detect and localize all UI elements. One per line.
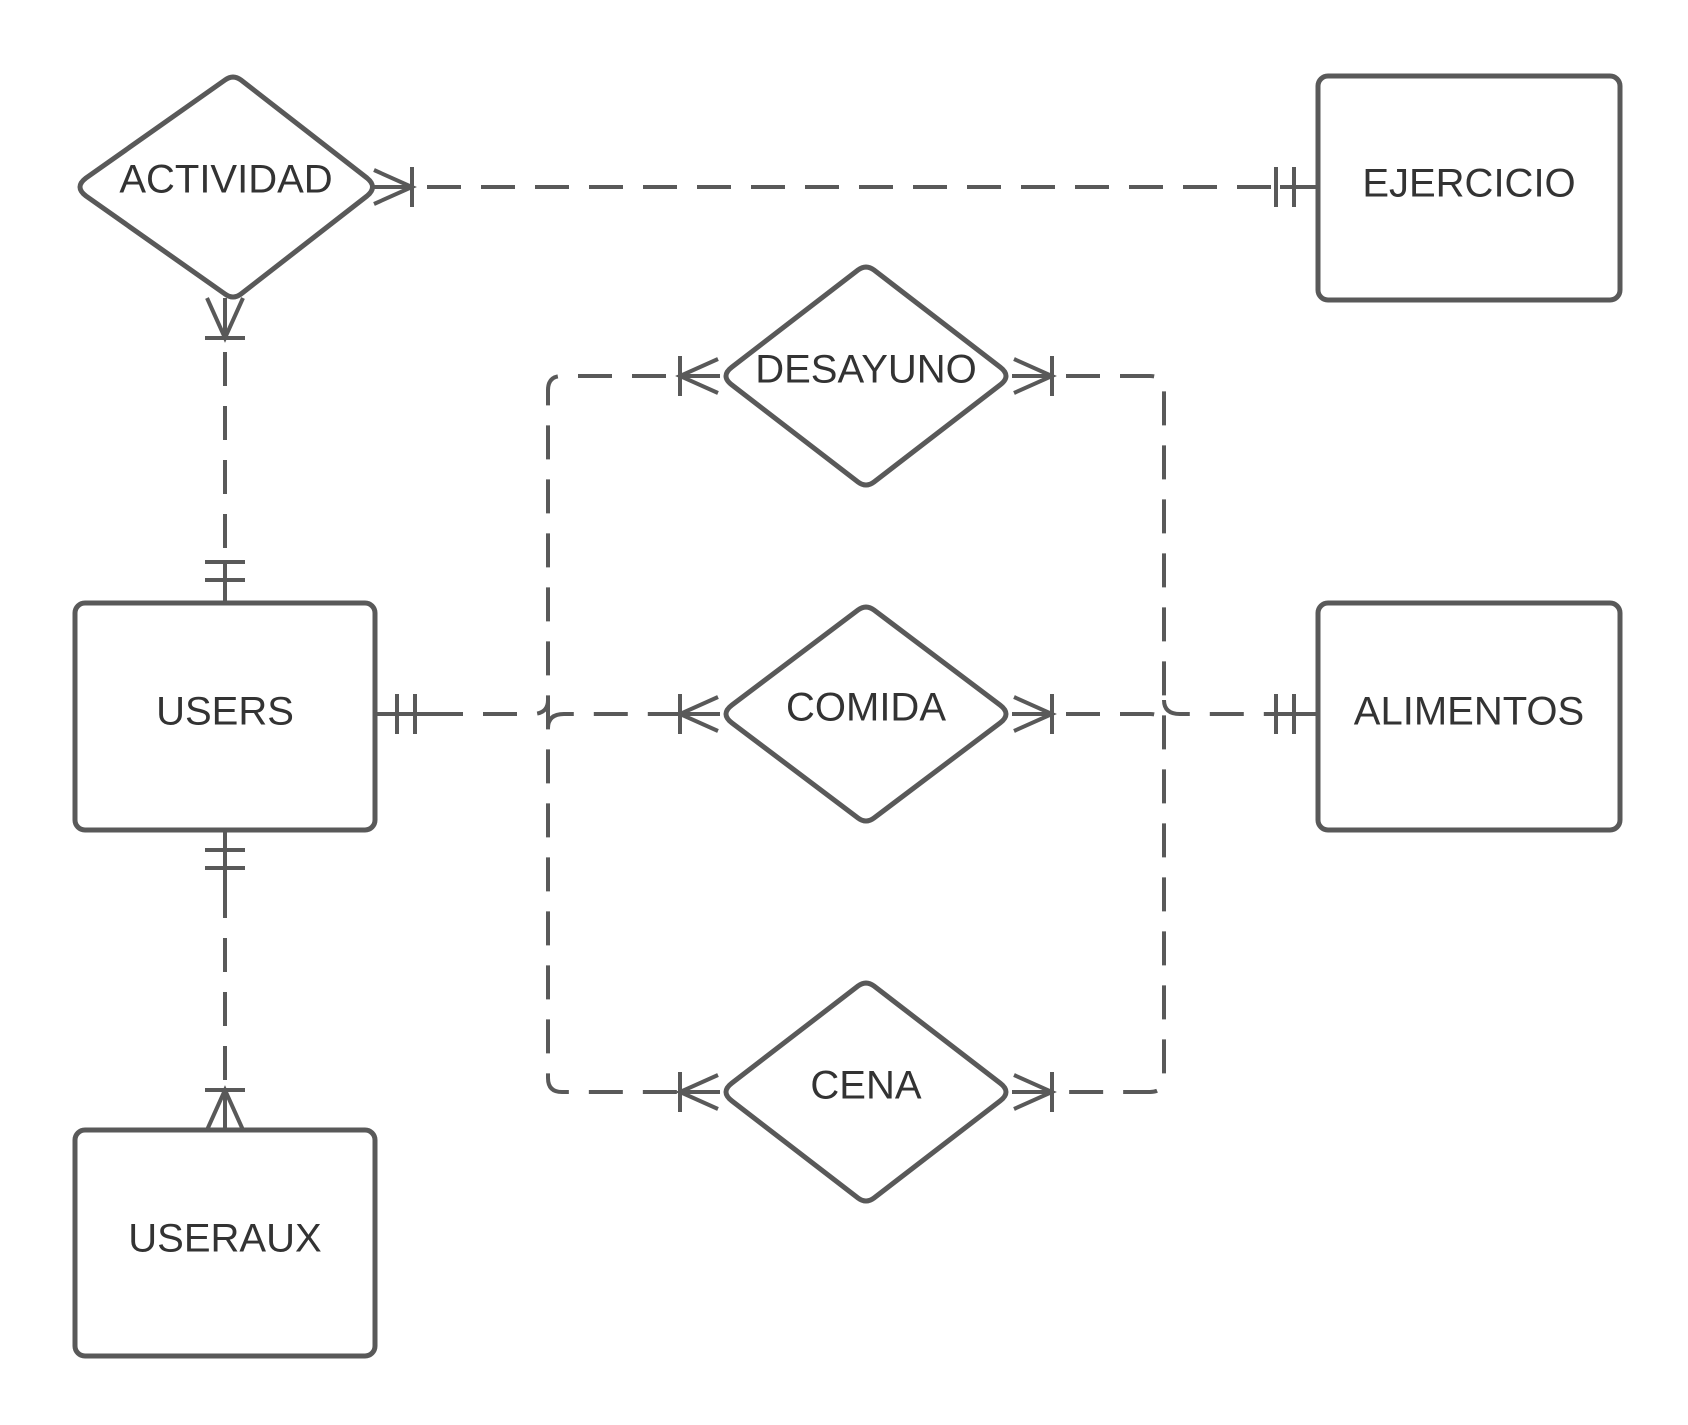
connector-users-comida [375, 699, 550, 716]
connector-right-bracket [1012, 374, 1166, 1094]
entity-box [1315, 600, 1623, 833]
entity-label: USERAUX [128, 1217, 321, 1261]
entity-label: USERS [156, 690, 294, 734]
relationship-comida: COMIDA [723, 604, 1009, 824]
connector-left-bracket [546, 374, 720, 1094]
many-marker-useraux [205, 1085, 245, 1131]
many-marker-desayuno-right [1012, 356, 1057, 396]
one-marker-users-bottom [205, 830, 245, 886]
many-marker-desayuno-left [675, 356, 720, 396]
connector-comida-alimentos [1012, 712, 1166, 729]
diamond-shape [77, 74, 375, 300]
one-marker-alimentos [1274, 694, 1318, 734]
relationship-actividad: ACTIVIDAD [77, 74, 375, 300]
many-marker-cena-right [1012, 1072, 1057, 1112]
one-marker-ejercicio [1274, 167, 1318, 207]
relationship-cena: CENA [723, 980, 1009, 1204]
entity-users: USERS [72, 600, 378, 833]
relationship-label: CENA [810, 1064, 921, 1108]
one-marker-users-right [375, 694, 430, 734]
relationship-label: COMIDA [786, 686, 946, 730]
entity-alimentos: ALIMENTOS [1315, 600, 1623, 833]
entity-label: EJERCICIO [1362, 162, 1575, 206]
relationship-desayuno: DESAYUNO [723, 264, 1009, 488]
entity-box [72, 1127, 378, 1359]
diamond-shape [723, 264, 1009, 488]
many-marker-comida-right [1012, 694, 1057, 734]
one-marker-users-top [205, 560, 245, 603]
many-marker-actividad-right [373, 167, 417, 207]
many-marker-actividad-bottom [205, 297, 245, 343]
entity-useraux: USERAUX [72, 1127, 378, 1359]
connectors [223, 185, 1318, 1130]
cardinality-markers [205, 167, 1318, 1131]
entity-box [72, 600, 378, 833]
relationship-label: DESAYUNO [755, 348, 977, 392]
many-marker-cena-left [675, 1072, 720, 1112]
diamond-shape [723, 604, 1009, 824]
relationship-label: ACTIVIDAD [119, 158, 332, 202]
entity-label: ALIMENTOS [1354, 690, 1584, 734]
entity-ejercicio: EJERCICIO [1315, 73, 1623, 303]
entity-box [1315, 73, 1623, 303]
connector-comida-alimentos-2 [1162, 699, 1318, 716]
diamond-shape [723, 980, 1009, 1204]
many-marker-comida-left [675, 694, 720, 734]
